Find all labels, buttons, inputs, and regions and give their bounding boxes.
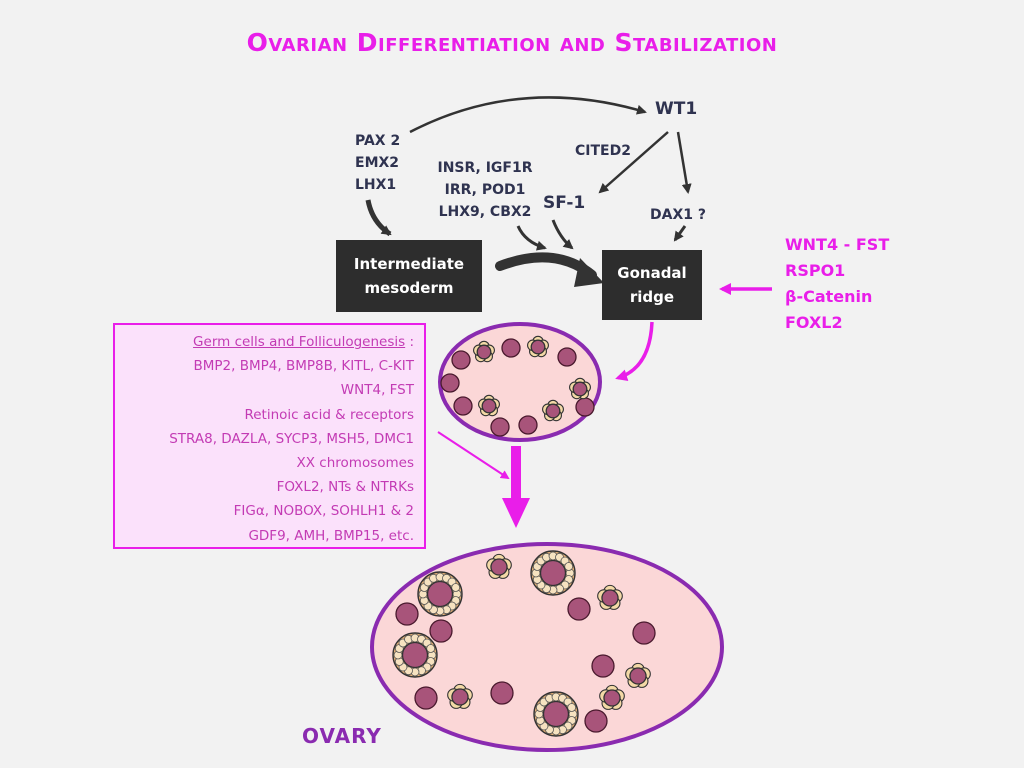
- arrow-ridge-to-gonad: [615, 321, 654, 382]
- primordial-follicle: [625, 662, 651, 688]
- germ-box-heading: Germ cells and Folliculogenesis: [193, 334, 406, 350]
- arrow-germbox-to-ovary: [437, 431, 510, 480]
- pax2-label: PAX 2: [355, 133, 401, 149]
- emx2-label: EMX2: [355, 155, 400, 171]
- arrow-pax-to-wt1: [409, 96, 647, 134]
- germ-line: FIGα, NOBOX, SOHLH1 & 2: [233, 503, 414, 520]
- arrow-pax-to-mesoderm: [365, 199, 392, 237]
- primordial-follicle: [599, 684, 625, 710]
- irr-label: IRR, POD1: [444, 182, 526, 198]
- growing-follicle: [392, 632, 438, 678]
- arrow-dax1-to-ridge: [673, 225, 687, 242]
- germ-line: STRA8, DAZLA, SYCP3, MSH5, DMC1: [169, 430, 414, 447]
- primordial-follicle: [447, 683, 473, 709]
- arrow-gonad-to-ovary-head: [502, 498, 530, 528]
- arrow-gonad-to-ovary-shaft: [511, 446, 521, 500]
- pax-gene-group: PAX 2 EMX2 LHX1: [355, 130, 400, 196]
- wt1-label: WT1: [655, 99, 698, 119]
- germ-line: BMP2, BMP4, BMP8B, KITL, C-KIT: [193, 358, 415, 375]
- primordial-follicle: [486, 553, 512, 579]
- ovary-illustration: [370, 542, 724, 752]
- growing-follicle: [533, 691, 579, 737]
- factor-rspo1: RSPO1: [785, 261, 846, 280]
- lhx1-label: LHX1: [355, 177, 397, 193]
- lhx9-label: LHX9, CBX2: [438, 204, 532, 220]
- germ-line: Retinoic acid & receptors: [244, 406, 414, 423]
- factor-beta-catenin: β-Catenin: [785, 287, 873, 306]
- primordial-follicle: [542, 399, 564, 422]
- growing-follicle: [530, 550, 576, 596]
- gonadal-ridge-line1: Gonadal: [617, 264, 687, 282]
- growing-follicle: [417, 571, 463, 617]
- intermediate-mesoderm-box: Intermediate mesoderm: [336, 240, 482, 312]
- germ-cells-box: Germ cells and Folliculogenesis : BMP2, …: [113, 323, 426, 549]
- dax1-label: DAX1 ?: [650, 207, 706, 223]
- cited2-label: CITED2: [575, 143, 631, 159]
- germ-line: XX chromosomes: [296, 455, 414, 472]
- ovarian-factors-list: WNT4 - FST RSPO1 β-Catenin FOXL2: [785, 232, 889, 336]
- germ-line: GDF9, AMH, BMP15, etc.: [248, 527, 414, 544]
- arrow-sf1-to-ridge: [551, 219, 574, 250]
- arrow-insr-to-ridge: [516, 225, 547, 251]
- gonadal-ridge-line2: ridge: [629, 288, 675, 306]
- germ-line: FOXL2, NTs & NTRKs: [276, 479, 414, 496]
- germ-box-heading-row: Germ cells and Folliculogenesis :: [115, 330, 414, 354]
- germ-box-heading-colon: :: [405, 334, 414, 350]
- arrow-wt1-to-dax1: [676, 131, 692, 194]
- primordial-follicle: [473, 340, 495, 363]
- ovary-label: OVARY: [302, 724, 382, 748]
- gonadal-ridge-box: Gonadal ridge: [602, 250, 702, 320]
- primordial-follicle: [478, 394, 500, 417]
- intermediate-mesoderm-line1: Intermediate: [353, 255, 465, 273]
- primordial-follicle: [527, 335, 549, 358]
- developing-gonad: [438, 322, 602, 442]
- insr-gene-group: INSR, IGF1R IRR, POD1 LHX9, CBX2: [433, 157, 537, 223]
- insr-label: INSR, IGF1R: [437, 160, 533, 176]
- primordial-follicle: [569, 377, 591, 400]
- factor-foxl2: FOXL2: [785, 313, 843, 332]
- primordial-follicle: [597, 584, 623, 610]
- factor-wnt4-fst: WNT4 - FST: [785, 235, 890, 254]
- sf1-label: SF-1: [543, 193, 586, 213]
- intermediate-mesoderm-line2: mesoderm: [364, 279, 454, 297]
- germ-line: WNT4, FST: [340, 382, 414, 399]
- arrow-wt1-to-sf1: [598, 131, 669, 194]
- page-title: Ovarian Differentiation and Stabilizatio…: [246, 28, 778, 57]
- arrow-mesoderm-to-ridge-head: [574, 258, 604, 287]
